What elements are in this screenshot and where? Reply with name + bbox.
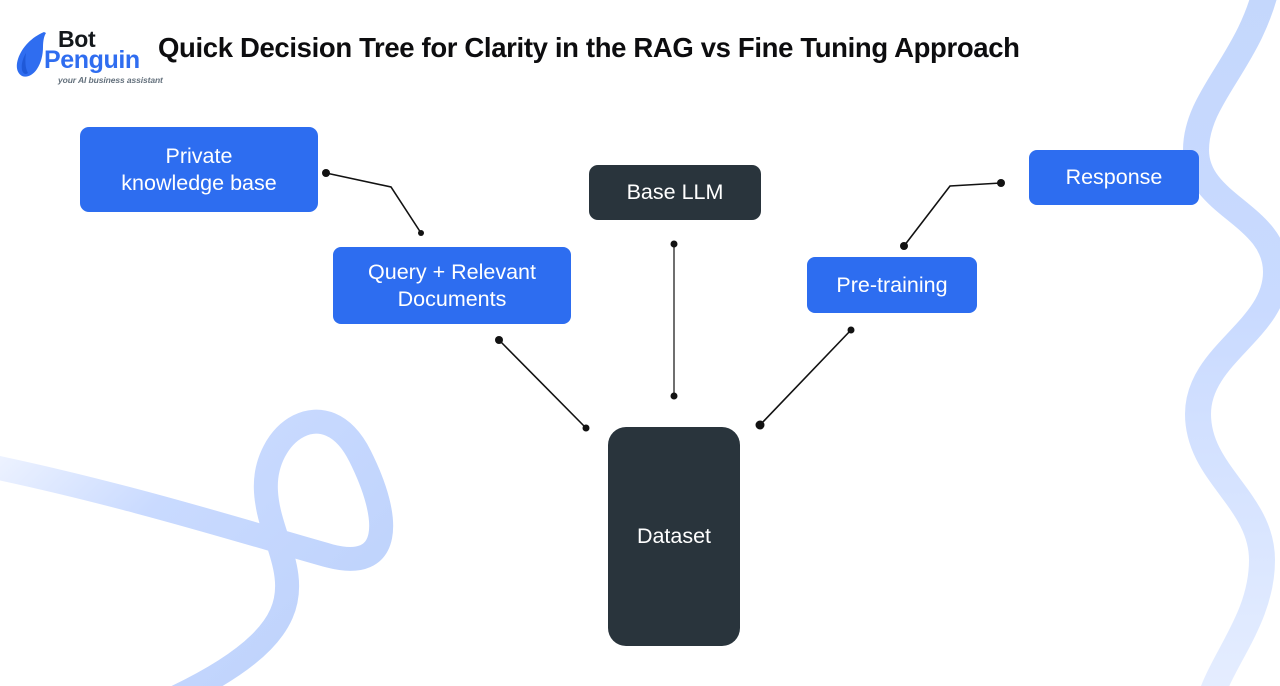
node-response[interactable]: Response	[1029, 150, 1199, 205]
logo-word-bot: Bot	[58, 26, 96, 52]
page-header: Bot Penguin your AI business assistant Q…	[0, 0, 1280, 100]
penguin-logo-icon	[16, 32, 46, 77]
logo-word-penguin: Penguin	[44, 46, 140, 74]
brand-logo[interactable]: Bot Penguin your AI business assistant	[14, 26, 163, 89]
node-pre-training[interactable]: Pre-training	[807, 257, 977, 313]
node-base-llm[interactable]: Base LLM	[589, 165, 761, 220]
node-private-knowledge-base[interactable]: Private knowledge base	[80, 127, 318, 212]
logo-tagline: your AI business assistant	[58, 75, 163, 85]
node-dataset[interactable]: Dataset	[608, 427, 740, 646]
node-query-relevant-documents[interactable]: Query + Relevant Documents	[333, 247, 571, 324]
page-title: Quick Decision Tree for Clarity in the R…	[158, 32, 1020, 63]
